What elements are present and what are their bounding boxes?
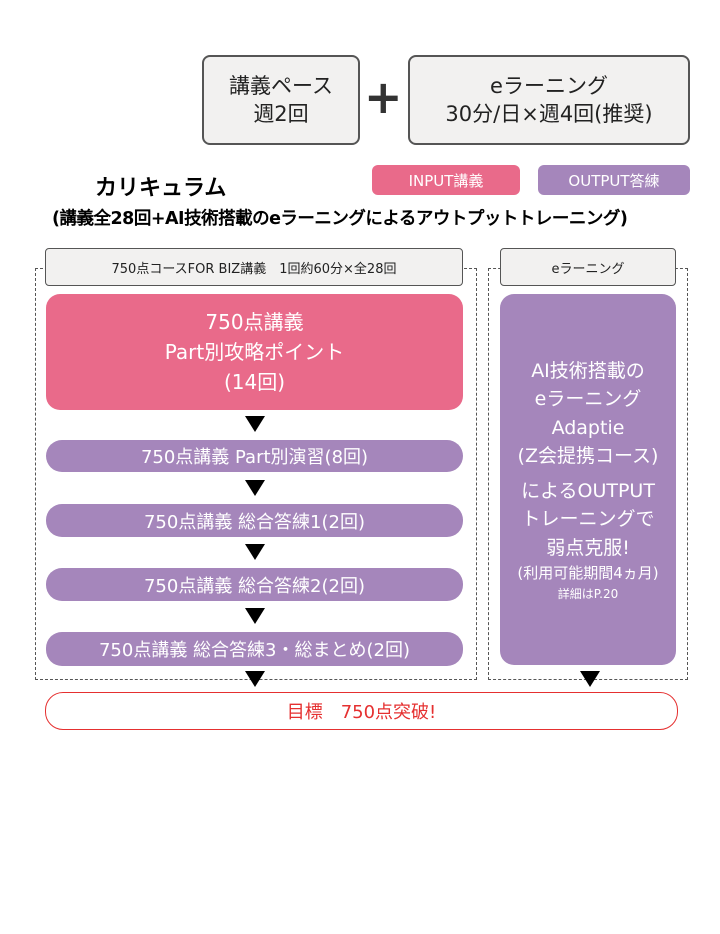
lecture-course-header: 750点コースFOR BIZ講義 1回約60分×全28回 — [45, 248, 463, 286]
elearning-line: (利用可能期間4ヵ月) — [517, 564, 659, 582]
step-bar: 750点講義 総合答練1(2回) — [46, 504, 463, 537]
elearning-line: eラーニング — [534, 388, 642, 410]
curriculum-title: カリキュラム — [95, 176, 227, 201]
step-bar: 750点講義 総合答練3・総まとめ(2回) — [46, 632, 463, 666]
main-line: 750点講義 — [205, 310, 304, 334]
elearning-label: eラーニング — [490, 73, 608, 98]
elearning-line: 詳細はP.20 — [557, 586, 619, 601]
goal-box: 目標 750点突破! — [45, 692, 678, 730]
elearning-line: AI技術搭載の — [531, 359, 645, 382]
adaptie-elearning-box: AI技術搭載の eラーニング Adaptie (Z会提携コース) によるOUTP… — [500, 294, 676, 665]
elearning-value: 30分/日×週4回(推奨) — [445, 102, 653, 126]
pace-label: 講義ペース — [229, 73, 333, 98]
input-legend-badge: INPUT講義 — [372, 165, 520, 195]
elearning-line: Adaptie — [551, 416, 625, 439]
down-arrow-icon — [245, 544, 265, 560]
elearning-header: eラーニング — [500, 248, 676, 286]
main-line: (14回) — [223, 370, 286, 394]
output-legend-badge: OUTPUT答練 — [538, 165, 690, 195]
curriculum-subtitle: (講義全28回+AI技術搭載のeラーニングによるアウトプットトレーニング) — [52, 209, 628, 229]
main-line: Part別攻略ポイント — [164, 340, 345, 364]
elearning-line: トレーニングで — [521, 508, 655, 530]
part-strategy-lecture-box: 750点講義 Part別攻略ポイント (14回) — [46, 294, 463, 410]
down-arrow-icon — [580, 671, 600, 687]
down-arrow-icon — [245, 416, 265, 432]
down-arrow-icon — [245, 608, 265, 624]
elearning-line: 弱点克服! — [546, 536, 630, 559]
elearning-pace-box: eラーニング 30分/日×週4回(推奨) — [408, 55, 690, 145]
elearning-line: によるOUTPUT — [521, 479, 655, 502]
pace-value: 週2回 — [253, 102, 309, 126]
elearning-line: (Z会提携コース) — [517, 445, 659, 467]
down-arrow-icon — [245, 671, 265, 687]
plus-icon: + — [364, 70, 403, 124]
down-arrow-icon — [245, 480, 265, 496]
lecture-pace-box: 講義ペース 週2回 — [202, 55, 360, 145]
step-bar: 750点講義 総合答練2(2回) — [46, 568, 463, 601]
step-bar: 750点講義 Part別演習(8回) — [46, 440, 463, 472]
